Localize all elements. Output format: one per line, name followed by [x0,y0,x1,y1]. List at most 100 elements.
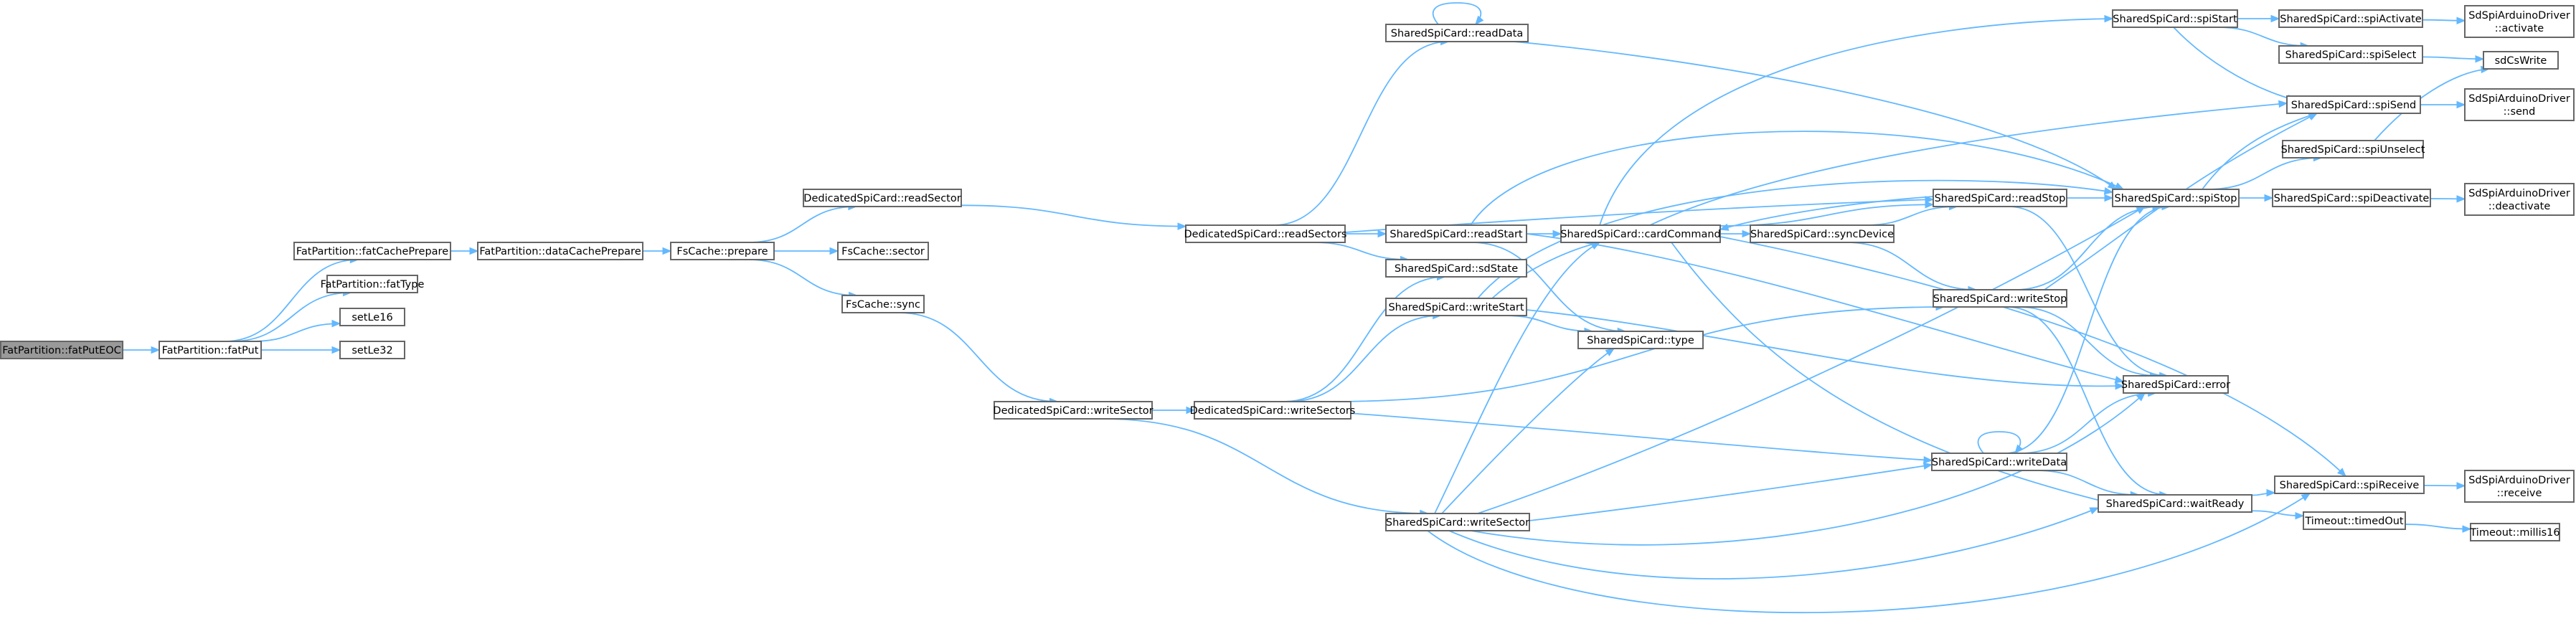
node-label: SharedSpiCard::spiDeactivate [2274,193,2430,204]
node-label: ::send [2504,106,2536,118]
edge-fatPut-to-setLe16 [252,319,341,342]
node-fatPutEOC[interactable]: FatPartition::fatPutEOC [0,341,123,359]
node-readData[interactable]: SharedSpiCard::readData [1385,24,1529,42]
edge-readStart-to-type [1471,242,1627,336]
node-label: SharedSpiCard::syncDevice [1750,229,1894,240]
node-box [339,341,405,359]
node-label: SharedSpiCard::spiUnselect [2281,144,2425,156]
node-sdCsWrite[interactable]: sdCsWrite [2483,51,2559,70]
node-type[interactable]: SharedSpiCard::type [1577,331,1704,349]
node-writeSectorS[interactable]: SharedSpiCard::writeSector [1385,513,1530,531]
node-label: DedicatedSpiCard::writeSector [993,405,1153,417]
edge-writeData-to-writeData [1977,431,2024,455]
node-box [2303,511,2406,530]
node-box [2272,189,2431,207]
edge-dataCachePrepare-to-prepare [643,247,672,255]
node-fatCachePrepare[interactable]: FatPartition::fatCachePrepare [293,242,451,260]
node-writeData[interactable]: SharedSpiCard::writeData [1931,453,2067,471]
node-box [1385,259,1527,278]
node-label: SharedSpiCard::spiReceive [2280,480,2420,491]
node-label: SharedSpiCard::error [2121,379,2230,391]
edge-spiReceive-to-receive [2423,482,2466,490]
node-dataCachePrepare[interactable]: FatPartition::dataCachePrepare [477,242,643,260]
edge-prepare-to-sector [774,247,839,255]
edge-writeSectorS-to-type [1441,348,1615,514]
node-error[interactable]: SharedSpiCard::error [2121,375,2230,394]
node-box [1385,24,1529,42]
node-spiReceive[interactable]: SharedSpiCard::spiReceive [2274,475,2425,494]
node-readStop[interactable]: SharedSpiCard::readStop [1933,189,2067,207]
node-spiDeactivate[interactable]: SharedSpiCard::spiDeactivate [2272,189,2431,207]
node-box [2286,95,2421,114]
node-setLe16[interactable]: setLe16 [339,308,405,326]
node-label: SharedSpiCard::sdState [1395,263,1518,275]
node-waitReady[interactable]: SharedSpiCard::waitReady [2098,494,2252,513]
edge-writeSectorS-to-cardCommand [1434,242,1601,514]
node-dWriteSectors[interactable]: DedicatedSpiCard::writeSectors [1190,401,1356,420]
node-receive[interactable]: SdSpiArduinoDriver::receive [2464,470,2575,503]
node-label: FatPartition::fatType [321,279,425,290]
node-writeStart[interactable]: SharedSpiCard::writeStart [1385,298,1527,316]
node-spiActivate[interactable]: SharedSpiCard::spiActivate [2278,9,2423,28]
node-spiSelect[interactable]: SharedSpiCard::spiSelect [2278,45,2423,64]
node-spiSend[interactable]: SharedSpiCard::spiSend [2286,95,2421,114]
node-prepare[interactable]: FsCache::prepare [670,242,775,260]
node-label: FatPartition::fatPutEOC [2,345,121,356]
node-readStart[interactable]: SharedSpiCard::readStart [1385,224,1527,243]
node-spiStart[interactable]: SharedSpiCard::spiStart [2112,9,2238,28]
node-box [2464,88,2575,121]
node-box [1933,289,2067,308]
node-dReadSector[interactable]: DedicatedSpiCard::readSector [803,189,962,207]
node-send[interactable]: SdSpiArduinoDriver::send [2464,88,2575,121]
node-box [159,341,262,359]
node-label: SharedSpiCard::spiStart [2113,14,2237,25]
node-millis16[interactable]: Timeout::millis16 [2469,523,2560,541]
edge-writeData-to-waitReady [2035,470,2140,499]
node-writeStop[interactable]: SharedSpiCard::writeStop [1933,289,2067,308]
node-label: SharedSpiCard::spiActivate [2280,14,2421,25]
node-label: setLe32 [352,345,392,356]
edge-readStart-to-error [1526,233,2125,384]
edge-spiStop-to-spiSend [2202,112,2318,190]
node-spiUnselect[interactable]: SharedSpiCard::spiUnselect [2281,140,2425,158]
node-box [2098,494,2252,513]
node-box [2464,470,2575,503]
edge-layer [123,2,2491,614]
edge-dWriteSector-to-dWriteSectors [1151,406,1196,415]
edge-writeStart-to-error [1526,309,2125,390]
node-box [1750,224,1895,243]
node-setLe32[interactable]: setLe32 [339,341,405,359]
node-box [2282,140,2424,158]
node-cardCommand[interactable]: SharedSpiCard::cardCommand [1560,224,1721,243]
edge-fatPut-to-setLe32 [261,346,341,354]
node-label: Timeout::timedOut [2304,516,2404,527]
node-box [1933,189,2067,207]
edge-dReadSectors-to-readStart [1345,229,1387,238]
node-label: FatPartition::dataCachePrepare [479,246,641,257]
node-label: FsCache::sync [846,299,920,311]
node-box [2112,9,2238,28]
node-sync[interactable]: FsCache::sync [841,295,925,313]
edge-prepare-to-dReadSector [748,202,858,243]
node-spiStop[interactable]: SharedSpiCard::spiStop [2112,189,2240,207]
edge-spiSend-to-send [2420,100,2466,109]
node-fatPut[interactable]: FatPartition::fatPut [159,341,262,359]
node-fatType[interactable]: FatPartition::fatType [321,275,425,293]
node-sdState[interactable]: SharedSpiCard::sdState [1385,259,1527,278]
node-syncDevice[interactable]: SharedSpiCard::syncDevice [1750,224,1895,243]
edge-waitReady-to-spiReceive [2251,488,2276,497]
node-label: FatPartition::fatCachePrepare [296,246,448,257]
node-sector[interactable]: FsCache::sector [837,242,929,260]
node-label: DedicatedSpiCard::writeSectors [1190,405,1356,417]
node-activate[interactable]: SdSpiArduinoDriver::activate [2464,5,2575,38]
node-dReadSectors[interactable]: DedicatedSpiCard::readSectors [1184,224,1347,243]
node-label: ::deactivate [2488,201,2551,212]
node-dWriteSector[interactable]: DedicatedSpiCard::writeSector [993,401,1153,420]
node-label: SharedSpiCard::spiStop [2115,193,2237,204]
node-deactivate[interactable]: SdSpiArduinoDriver::deactivate [2464,183,2575,216]
edge-writeStart-to-spiStop [1477,179,2114,299]
node-timedOut[interactable]: Timeout::timedOut [2303,511,2406,530]
edge-fatPutEOC-to-fatPut [123,346,161,354]
node-box [1931,453,2067,471]
